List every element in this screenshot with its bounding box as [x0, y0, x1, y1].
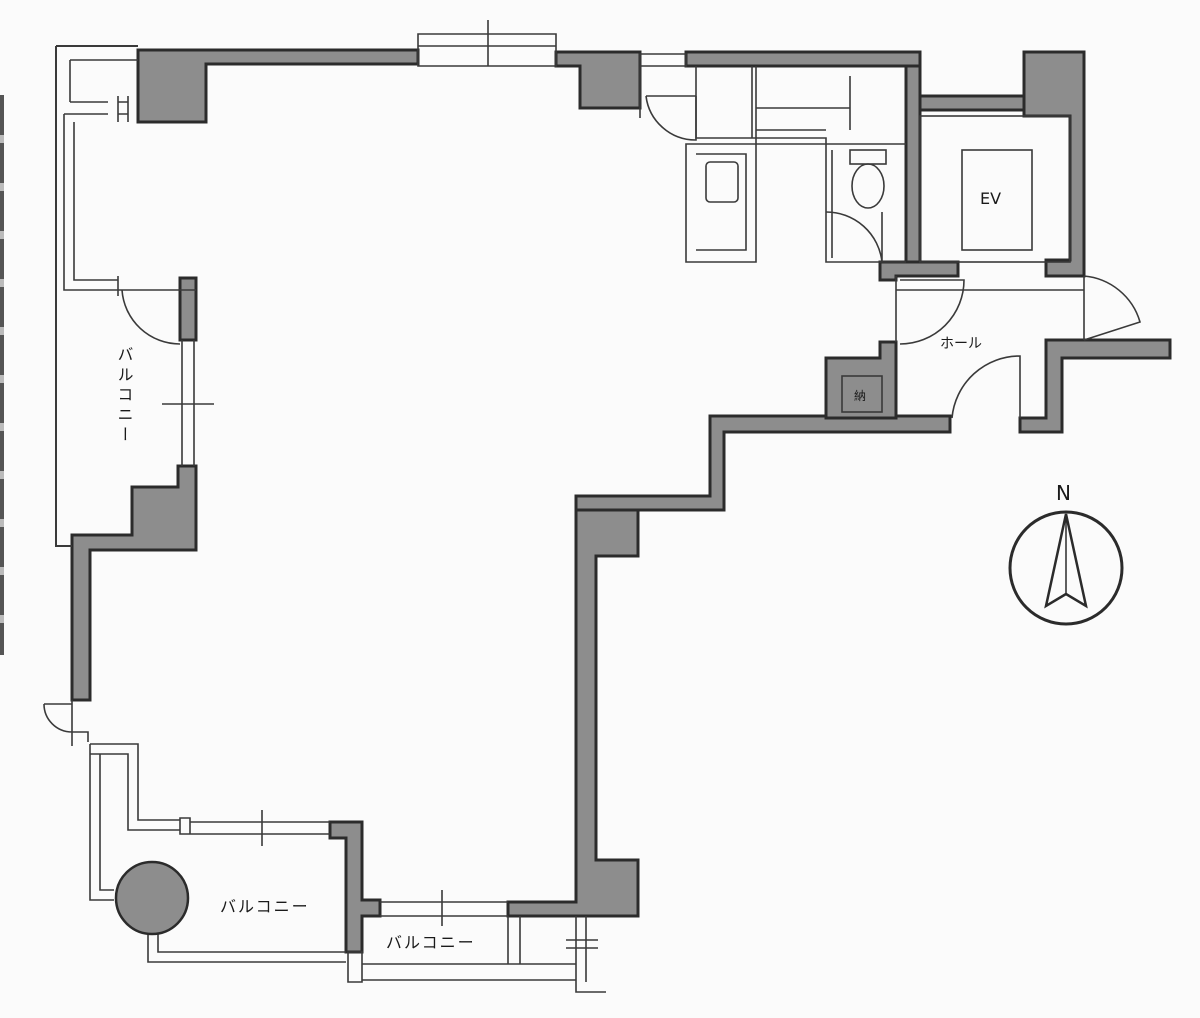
pipe-south	[566, 916, 606, 993]
wall-ev-right	[1022, 50, 1086, 278]
door-entrance	[1083, 275, 1141, 341]
wall-north-east	[554, 50, 642, 110]
door-hall-left	[899, 279, 965, 345]
window-balcony-west	[162, 340, 214, 466]
wall-hall-bottom	[824, 340, 898, 420]
column-icon	[114, 860, 190, 936]
rail-south	[147, 930, 346, 963]
elevator-shaft	[919, 115, 1071, 263]
elevator-car	[961, 149, 1033, 251]
elevator-label: EV	[980, 189, 1001, 208]
wall-south-balcony	[328, 820, 382, 954]
wall-west-pier	[178, 276, 198, 342]
toilet-room	[825, 143, 906, 263]
wall-east-diagonal	[574, 414, 952, 512]
balcony-west-label: バルコニー	[115, 346, 134, 446]
post-south	[347, 951, 363, 983]
window-west-top	[117, 96, 129, 122]
page-edge-mark	[0, 95, 4, 655]
wall-north-right	[684, 50, 922, 68]
door-west-lower	[43, 700, 73, 746]
north-label: N	[1056, 481, 1071, 505]
main-wall	[136, 48, 420, 124]
storage-room	[841, 375, 883, 413]
door-bath	[645, 95, 697, 141]
north-arrow-icon	[1008, 510, 1124, 626]
rail-sw	[72, 731, 180, 831]
balcony-west-rail	[63, 113, 118, 291]
window-west	[117, 276, 196, 296]
door-balcony-west	[118, 289, 181, 345]
hall-walls	[895, 276, 1084, 342]
toilet-icon	[849, 149, 887, 209]
balcony-south2-label: バルコニー	[386, 933, 476, 952]
window-north	[417, 20, 557, 67]
vanity	[756, 76, 851, 131]
hall-label: ホール	[940, 336, 982, 352]
door-hall-south	[951, 355, 1021, 419]
door-toilet	[825, 211, 883, 263]
balcony-south-label: バルコニー	[220, 897, 310, 916]
outer-rail-west	[55, 45, 138, 547]
wall-hall-right	[1018, 338, 1172, 434]
sink-icon	[705, 161, 739, 203]
entry-frame	[639, 53, 687, 118]
rail-sw-outer	[89, 744, 114, 901]
wall-hall-left	[878, 260, 960, 282]
storage-label: 納	[854, 389, 866, 403]
bath-room	[685, 143, 757, 263]
rail-balcony-south2	[362, 916, 576, 981]
window-south-west	[179, 810, 330, 846]
window-south	[380, 890, 508, 926]
wall-ev-west	[904, 64, 922, 264]
washroom	[695, 66, 827, 145]
wall-west-lower	[70, 464, 198, 702]
rail-west-top	[69, 59, 138, 103]
wall-east-stepped	[506, 494, 640, 918]
wall-ev-top	[918, 94, 1026, 112]
